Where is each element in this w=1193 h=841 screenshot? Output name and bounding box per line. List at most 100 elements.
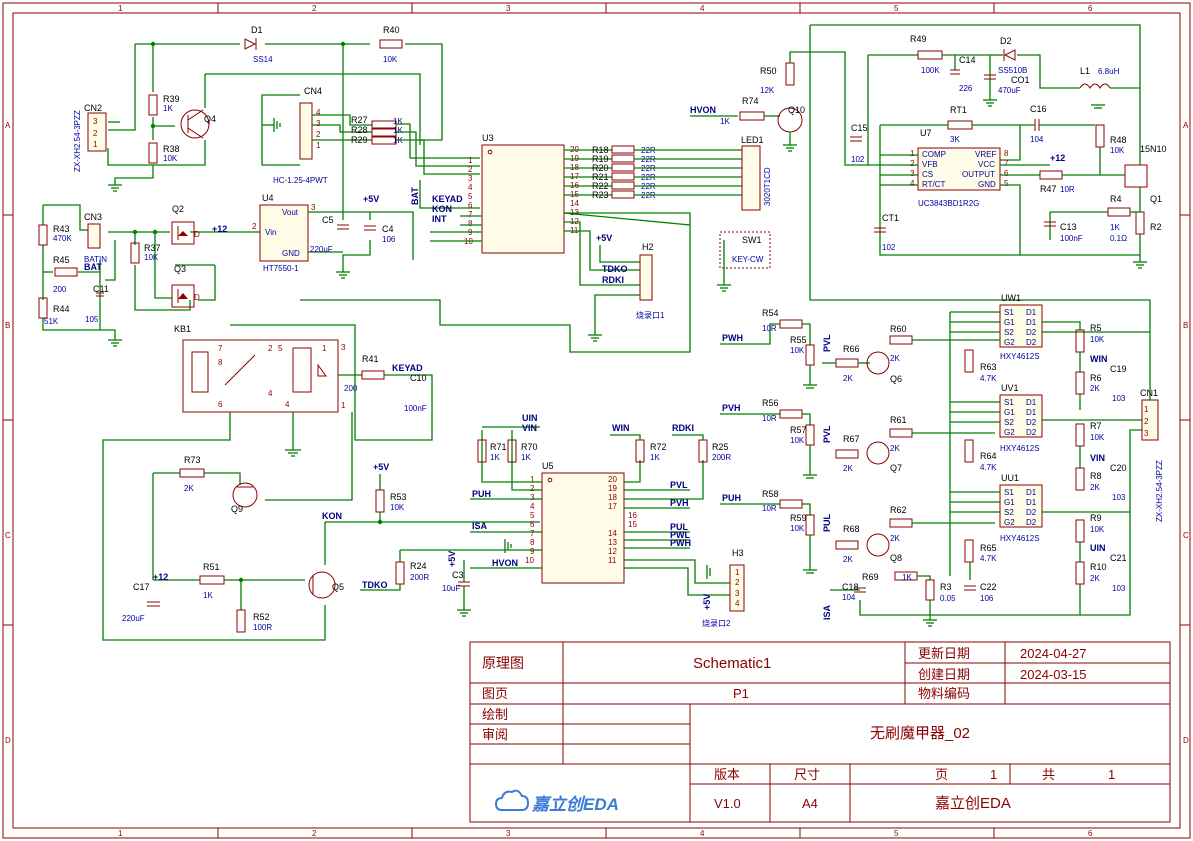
d1-label: D1 (251, 25, 263, 35)
col-label: 2 (312, 4, 317, 13)
r69-value: 1K (902, 573, 912, 582)
r52-label: R52 (253, 612, 270, 622)
net-kon-u3: KON (432, 204, 452, 214)
svg-text:8: 8 (468, 219, 473, 228)
r18-r23-group: R18 R19 R20 R21 R22 R23 22R 22R 22R 22R … (592, 145, 742, 200)
u5-label: U5 (542, 461, 554, 471)
c17-value: 220uF (122, 614, 145, 623)
net-uin-phase: UIN (1090, 543, 1106, 553)
svg-text:G2: G2 (1004, 428, 1015, 437)
r64-label: R64 (980, 451, 997, 461)
r72-value: 1K (650, 453, 660, 462)
svg-text:1: 1 (322, 344, 327, 353)
section-current-sense: ISA C18 104 R69 1K R3 0.05 C22 106 (822, 312, 997, 627)
r50-value: 12K (760, 86, 775, 95)
row-label: A (1183, 121, 1189, 130)
c16-value: 104 (1030, 135, 1044, 144)
logo-text: 嘉立创EDA (531, 795, 619, 814)
c11-label: C11 (93, 284, 109, 294)
svg-text:6: 6 (1004, 169, 1009, 178)
svg-text:2: 2 (268, 344, 273, 353)
row-label: A (5, 121, 11, 130)
svg-text:4: 4 (910, 179, 915, 188)
net-pwl-u5: PWL (670, 530, 690, 540)
u4-label: U4 (262, 193, 274, 203)
col-label: 6 (1088, 4, 1093, 13)
net-p5v-r53: +5V (373, 462, 389, 472)
cn2-value: ZX-XH2.54-3PZZ (73, 110, 82, 172)
r9-value: 10K (1090, 525, 1105, 534)
r27-r29-group: R27 R28 R29 1K 1K 1K BAT KEYAD KON INT (351, 115, 480, 224)
svg-text:D: D (194, 293, 200, 302)
r48-value: 10K (1110, 146, 1125, 155)
svg-text:9: 9 (530, 547, 535, 556)
uw1-value: HXY4612S (1000, 352, 1040, 361)
r19-label: R19 (592, 154, 609, 164)
frame-ticks (3, 3, 1190, 838)
q1-label: Q1 (1150, 194, 1162, 204)
led1-label: LED1 (741, 135, 764, 145)
q7-label: Q7 (890, 463, 902, 473)
svg-text:4: 4 (316, 108, 321, 117)
net-pul-phase: PUL (822, 513, 832, 532)
c10-label: C10 (410, 373, 427, 383)
svg-text:1: 1 (910, 149, 915, 158)
c17-label: C17 (133, 582, 150, 592)
svg-text:VREF: VREF (975, 150, 996, 159)
r3-label: R3 (940, 582, 952, 592)
svg-text:D1: D1 (1026, 488, 1037, 497)
r59-value: 10K (790, 524, 805, 533)
r55-label: R55 (790, 335, 807, 345)
r74-label: R74 (742, 96, 759, 106)
c13-label: C13 (1060, 222, 1077, 232)
svg-text:4: 4 (530, 502, 535, 511)
net-p5v-u4: +5V (363, 194, 379, 204)
svg-text:5: 5 (278, 344, 283, 353)
rt1-label: RT1 (950, 105, 967, 115)
net-pvh-phase: PVH (722, 403, 741, 413)
svg-text:2: 2 (735, 578, 740, 587)
q4-label: Q4 (204, 114, 216, 124)
u4-regulator: U4 Vin Vout GND HT7550-1 23 C5 220uF C4 … (252, 193, 414, 279)
r2-label: R2 (1150, 222, 1162, 232)
c5-label: C5 (322, 215, 334, 225)
col-label: 3 (506, 4, 511, 13)
h2-label: H2 (642, 242, 654, 252)
c13-value: 100nF (1060, 234, 1083, 243)
r40-label: R40 (383, 25, 400, 35)
ct1-value: 102 (882, 243, 896, 252)
l1-label: L1 (1080, 66, 1090, 76)
r74-value: 1K (720, 117, 730, 126)
svg-text:5: 5 (530, 511, 535, 520)
net-isa-sense: ISA (822, 604, 832, 620)
svg-text:D2: D2 (1026, 428, 1037, 437)
cn4-value: HC-1.25-4PWT (273, 176, 328, 185)
svg-text:G2: G2 (1004, 518, 1015, 527)
r39-value: 1K (163, 104, 173, 113)
c11-value: 105 (85, 315, 99, 324)
jlc-logo: 嘉立创EDA (494, 789, 619, 814)
svg-text:D2: D2 (1026, 338, 1037, 347)
cn4-label: CN4 (304, 86, 322, 96)
svg-text:19: 19 (608, 484, 617, 493)
u7-label: U7 (920, 128, 932, 138)
row-label: C (1183, 531, 1189, 540)
r20-label: R20 (592, 163, 609, 173)
c18-label: C18 (842, 582, 859, 592)
r47-label: R47 (1040, 184, 1057, 194)
net-win-phase: WIN (1090, 354, 1108, 364)
svg-text:D2: D2 (1026, 518, 1037, 527)
tb-created-label: 创建日期 (918, 667, 970, 682)
r60-value: 2K (890, 354, 900, 363)
row-label: B (1183, 321, 1188, 330)
svg-text:1K: 1K (393, 126, 403, 135)
r43-label: R43 (53, 224, 70, 234)
svg-text:11: 11 (608, 556, 617, 565)
r28-label: R28 (351, 125, 368, 135)
svg-text:RT/CT: RT/CT (922, 180, 946, 189)
u4-value: HT7550-1 (263, 264, 299, 273)
net-pul-u5: PUL (670, 522, 689, 532)
